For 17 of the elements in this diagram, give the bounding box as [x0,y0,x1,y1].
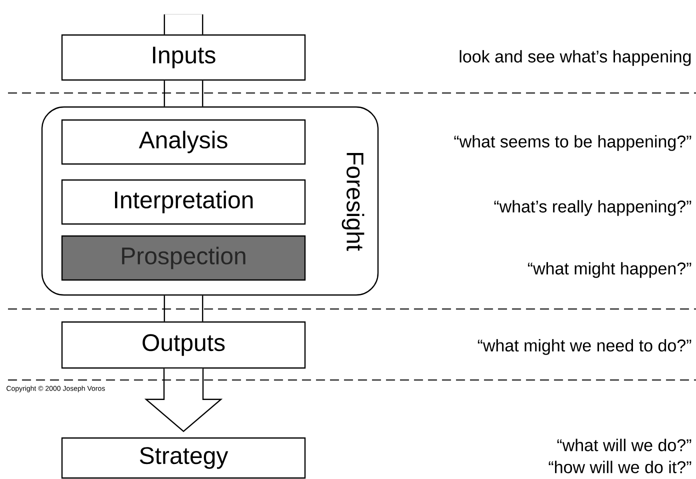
process-box: Interpretation [61,179,306,225]
process-box: Analysis [61,119,306,165]
annotation-text: “what will we do?” [557,438,692,452]
pipe-connector [164,14,204,34]
process-box: Strategy [61,437,306,479]
process-box: Outputs [61,321,306,369]
pipe-connector [164,296,204,322]
annotation-text: “what seems to be happening?” [454,135,692,151]
pipe-connector [164,80,204,106]
annotation-text: “how will we do it?” [548,460,692,474]
process-box: Inputs [61,34,306,81]
annotation-text: look and see what’s happening [460,50,691,66]
annotation-text: “what’s really happening?” [494,200,692,216]
shaded-box: Prospection [61,235,306,281]
annotation-text: “what might happen?” [528,262,692,278]
block-arrow [144,368,223,432]
annotation-text: “what might we need to do?” [478,339,692,355]
